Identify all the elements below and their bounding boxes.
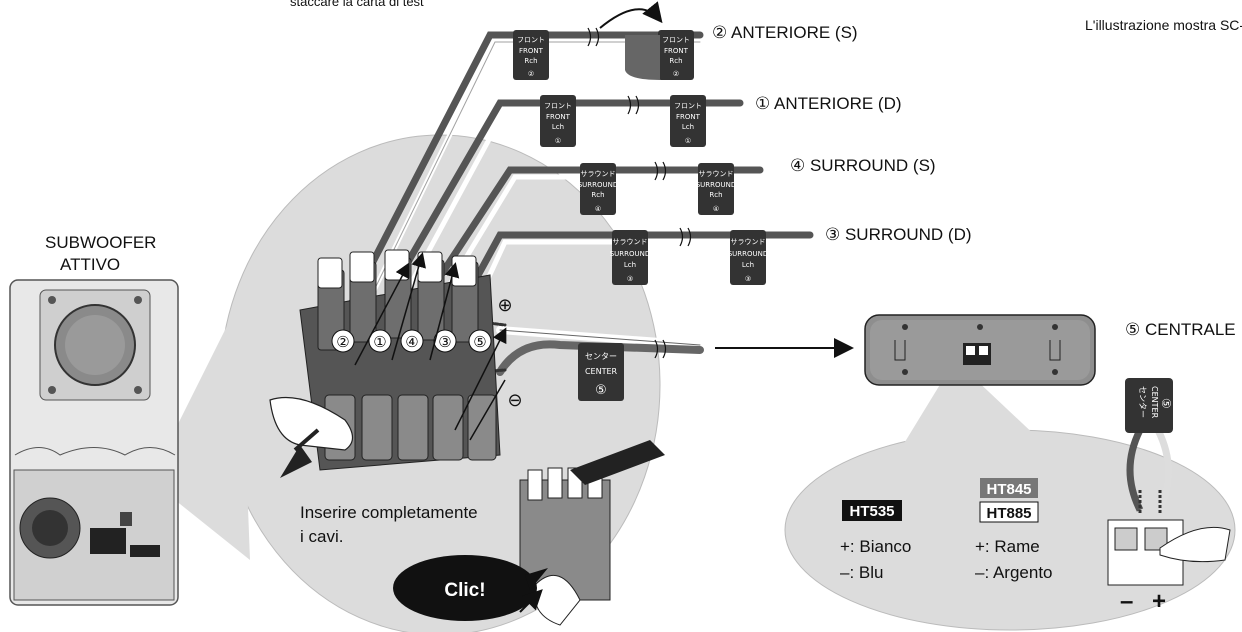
subwoofer-label-line2: ATTIVO (60, 255, 120, 274)
ht535-minus-color: –: Blu (840, 563, 883, 582)
center-cone (900, 360, 1040, 450)
tag-jp: フロント (674, 102, 702, 110)
ht8x5-minus-color: –: Argento (975, 563, 1053, 582)
terminal-number: ② (336, 334, 349, 351)
tag-en: FRONT (664, 47, 689, 55)
tag-num: ④ (595, 205, 601, 213)
subwoofer-label-line1: SUBWOOFER (45, 233, 156, 252)
tag-jp: フロント (517, 36, 545, 44)
polarity-minus: – (1120, 588, 1133, 615)
cable-tags: フロント FRONT Rch ② フロント FRONT Rch ② フロント F… (513, 30, 768, 401)
tag-en: FRONT (546, 113, 571, 121)
terminal-number: ① (373, 334, 386, 351)
tag-num: ① (555, 137, 561, 145)
model-note: L'illustrazione mostra SC-H (1085, 17, 1242, 33)
click-inset (519, 440, 665, 626)
tag-num: ③ (627, 275, 633, 283)
plus-symbol: ⊕ (497, 295, 512, 315)
model-ht845: HT845 (986, 481, 1031, 498)
tag-ch: Rch (709, 191, 722, 199)
speaker-label-center: ⑤ CENTRALE (1125, 320, 1236, 339)
model-ht885: HT885 (986, 505, 1031, 522)
tag-num: ④ (713, 205, 719, 213)
fold-arrow (599, 1, 663, 29)
tag-num: ③ (745, 275, 751, 283)
cable-break-marks (587, 27, 692, 359)
model-ht535: HT535 (849, 503, 894, 520)
tag-jp: フロント (544, 102, 572, 110)
speaker-label-front-left: ② ANTERIORE (S) (712, 23, 858, 42)
push-arrow (293, 428, 320, 452)
click-label: Clic! (444, 580, 485, 601)
hand-illustration (269, 396, 354, 451)
tag-num: ⑤ (595, 383, 607, 398)
tag-ch: Lch (552, 123, 564, 131)
terminal-number: ④ (405, 334, 418, 351)
tag-ch: Lch (682, 123, 694, 131)
tag-en: SURROUND (578, 181, 619, 189)
tag-jp: サラウンド (731, 238, 766, 246)
tag-jp: センター (1138, 386, 1147, 418)
speaker-terminal-block (299, 249, 501, 471)
tag-jp: センター (585, 352, 617, 361)
tag-en: CENTER (1150, 386, 1159, 419)
tag-ch: Rch (524, 57, 537, 65)
center-speaker (864, 314, 1096, 386)
speaker-label-surround-left: ④ SURROUND (S) (790, 156, 936, 175)
terminal-number: ③ (438, 334, 451, 351)
tag-jp: フロント (662, 36, 690, 44)
click-bubble (393, 555, 548, 621)
instruction-line1: Inserire completamente (300, 503, 478, 522)
tag-en: SURROUND (610, 250, 651, 258)
tag-en: SURROUND (728, 250, 769, 258)
minus-symbol: ⊖ (507, 390, 522, 410)
tag-num: ⑤ (1159, 398, 1173, 409)
subwoofer-unit (9, 279, 179, 606)
tag-ch: Lch (742, 261, 754, 269)
tag-ch: Rch (669, 57, 682, 65)
tag-ch: Lch (624, 261, 636, 269)
tag-en: FRONT (519, 47, 544, 55)
tag-jp: サラウンド (581, 170, 616, 178)
tag-en: FRONT (676, 113, 701, 121)
tag-en: CENTER (585, 367, 618, 376)
speaker-label-surround-right: ③ SURROUND (D) (825, 225, 972, 244)
ht535-plus-color: +: Bianco (840, 537, 911, 556)
tag-jp: サラウンド (699, 170, 734, 178)
instruction-line2: i cavi. (300, 527, 343, 546)
terminal-number: ⑤ (473, 334, 486, 351)
tag-en: SURROUND (696, 181, 737, 189)
tag-num: ① (685, 137, 691, 145)
terminal-numbers: ② ① ④ ③ ⑤ (331, 329, 492, 353)
insertion-arrows (354, 252, 507, 441)
center-plug-detail: センター CENTER ⑤ (1107, 378, 1231, 586)
ht8x5-plus-color: +: Rame (975, 537, 1040, 556)
top-fragment-text: staccare la carta di test (290, 0, 424, 9)
tag-jp: サラウンド (613, 238, 648, 246)
tag-num: ② (673, 70, 679, 78)
polarity-plus: + (1152, 588, 1166, 615)
speaker-label-front-right: ① ANTERIORE (D) (755, 94, 902, 113)
tag-num: ② (528, 70, 534, 78)
tag-ch: Rch (591, 191, 604, 199)
